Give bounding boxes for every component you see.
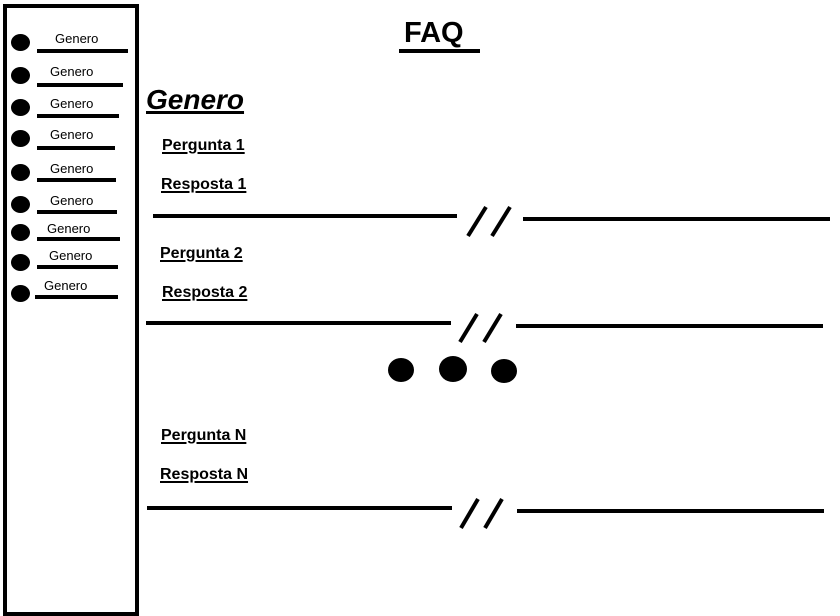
label-underline xyxy=(35,295,118,299)
sidebar-item-genero-5[interactable]: Genero xyxy=(11,162,129,186)
bullet-icon xyxy=(11,130,30,147)
sidebar-item-genero-6[interactable]: Genero xyxy=(11,194,129,218)
answer-line-left xyxy=(146,321,451,325)
faq-question-2[interactable]: Pergunta 2 xyxy=(160,245,243,262)
ellipsis-dot xyxy=(491,359,517,383)
ellipsis-dot xyxy=(388,358,414,382)
bullet-icon xyxy=(11,285,30,302)
faq-answer-2: Resposta 2 xyxy=(162,284,248,301)
bullet-icon xyxy=(11,99,30,116)
faq-question-1[interactable]: Pergunta 1 xyxy=(162,137,245,154)
sidebar-item-genero-4[interactable]: Genero xyxy=(11,128,129,152)
sidebar-item-label: Genero xyxy=(50,193,94,208)
page-title: FAQ xyxy=(404,17,464,49)
break-icon xyxy=(466,205,512,238)
answer-line-right xyxy=(523,217,830,221)
answer-line-left xyxy=(153,214,457,218)
genre-heading: Genero xyxy=(146,84,245,115)
label-underline xyxy=(37,146,115,150)
label-underline xyxy=(37,114,119,118)
bullet-icon xyxy=(11,224,30,241)
answer-line-left xyxy=(147,506,452,510)
sidebar-item-label: Genero xyxy=(47,221,91,236)
bullet-icon xyxy=(11,164,30,181)
sidebar-item-genero-8[interactable]: Genero xyxy=(11,249,129,273)
sidebar-item-label: Genero xyxy=(55,31,99,46)
bullet-icon xyxy=(11,196,30,213)
bullet-icon xyxy=(11,34,30,51)
sidebar-item-genero-7[interactable]: Genero xyxy=(11,222,129,246)
label-underline xyxy=(37,83,123,87)
sidebar-item-label: Genero xyxy=(50,127,94,142)
bullet-icon xyxy=(11,254,30,271)
label-underline xyxy=(37,210,117,214)
label-underline xyxy=(37,49,128,53)
faq-answer-n: Resposta N xyxy=(160,466,249,483)
sidebar-item-label: Genero xyxy=(44,278,88,293)
faq-answer-1: Resposta 1 xyxy=(161,176,247,193)
sidebar-item-genero-3[interactable]: Genero xyxy=(11,97,129,121)
label-underline xyxy=(37,237,120,241)
sidebar-item-genero-1[interactable]: Genero xyxy=(11,32,129,56)
sidebar-item-label: Genero xyxy=(50,96,94,111)
faq-question-n[interactable]: Pergunta N xyxy=(161,427,247,444)
sidebar-item-label: Genero xyxy=(50,64,94,79)
break-icon xyxy=(459,497,504,530)
sidebar-item-genero-9[interactable]: Genero xyxy=(11,279,129,303)
break-icon xyxy=(458,312,503,344)
sidebar-item-genero-2[interactable]: Genero xyxy=(11,65,129,89)
bullet-icon xyxy=(11,67,30,84)
label-underline xyxy=(37,178,116,182)
sidebar-item-label: Genero xyxy=(49,248,93,263)
ellipsis-dot xyxy=(439,356,467,382)
answer-line-right xyxy=(516,324,823,328)
sidebar-item-label: Genero xyxy=(50,161,94,176)
title-underline xyxy=(399,49,480,53)
label-underline xyxy=(37,265,118,269)
answer-line-right xyxy=(517,509,824,513)
